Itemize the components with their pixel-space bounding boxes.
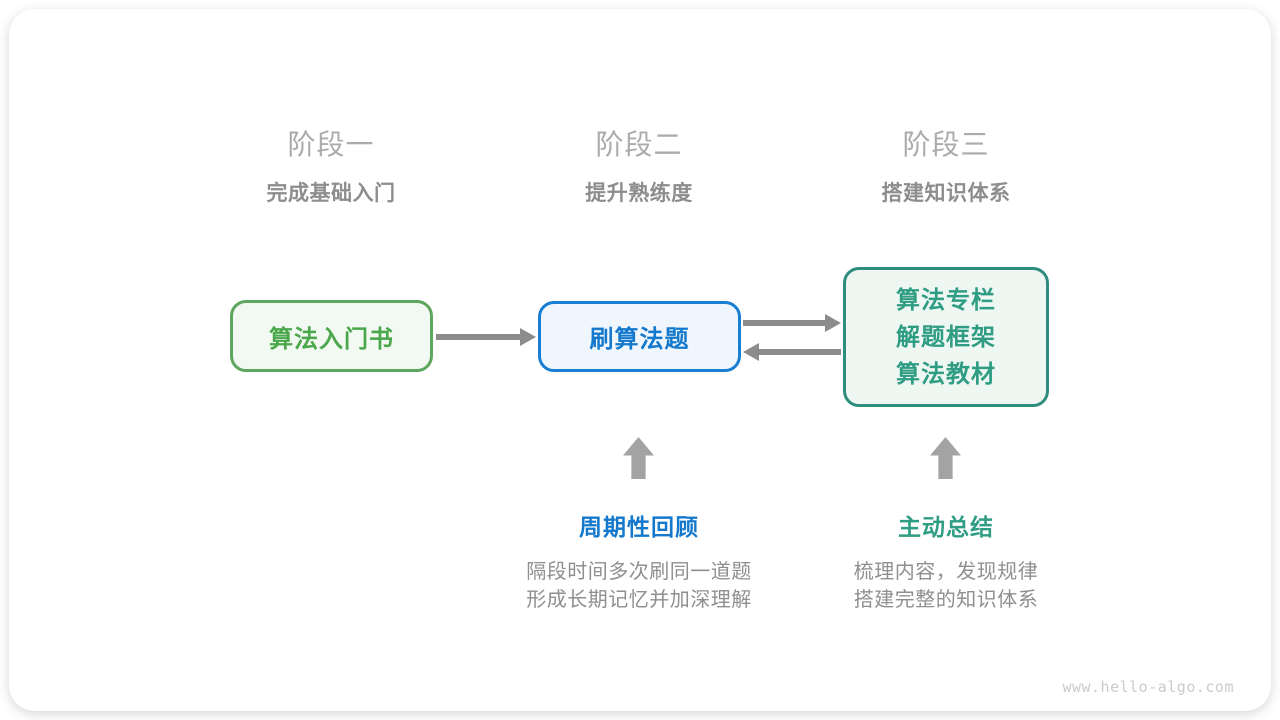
node-resources: 算法专栏 解题框架 算法教材 [843,267,1049,407]
summarize-description: 梳理内容，发现规律 搭建完整的知识体系 [776,558,1116,614]
node-practice-label: 刷算法题 [589,326,690,353]
node-resources-line-3: 算法教材 [896,360,996,388]
arrow-left-icon-resources-to-practice [743,343,841,361]
stage-two-subtitle: 提升熟练度 [585,182,693,205]
summarize-title: 主动总结 [898,514,994,540]
node-intro-book: 算法入门书 [230,300,433,372]
review-title: 周期性回顾 [579,514,699,540]
summarize-desc-line-2: 搭建完整的知识体系 [853,589,1039,611]
stage-two-title: 阶段二 [595,129,683,160]
node-resources-line-1: 算法专栏 [896,286,996,314]
arrow-shaft [436,334,524,340]
arrow-right-icon-practice-to-resources [743,314,841,332]
summarize-desc-line-1: 梳理内容，发现规律 [853,561,1039,583]
arrow-right-icon-book-to-practice [436,328,536,346]
review-description: 隔段时间多次刷同一道题 形成长期记忆并加深理解 [469,558,809,614]
arrow-head [743,343,759,361]
node-practice: 刷算法题 [538,301,741,372]
arrow-shaft [755,349,841,355]
review-desc-line-2: 形成长期记忆并加深理解 [526,589,752,611]
node-intro-book-label: 算法入门书 [269,325,394,353]
stage-three-subtitle: 搭建知识体系 [881,182,1011,205]
arrow-head [520,328,536,346]
stage-one-title: 阶段一 [287,129,375,160]
review-desc-line-1: 隔段时间多次刷同一道题 [526,561,752,583]
arrow-head [825,314,841,332]
watermark: www.hello-algo.com [1062,678,1234,696]
arrow-shaft [743,320,829,326]
stage-one-subtitle: 完成基础入门 [266,182,396,205]
stage-three-title: 阶段三 [902,129,990,160]
node-resources-line-2: 解题框架 [896,323,996,351]
